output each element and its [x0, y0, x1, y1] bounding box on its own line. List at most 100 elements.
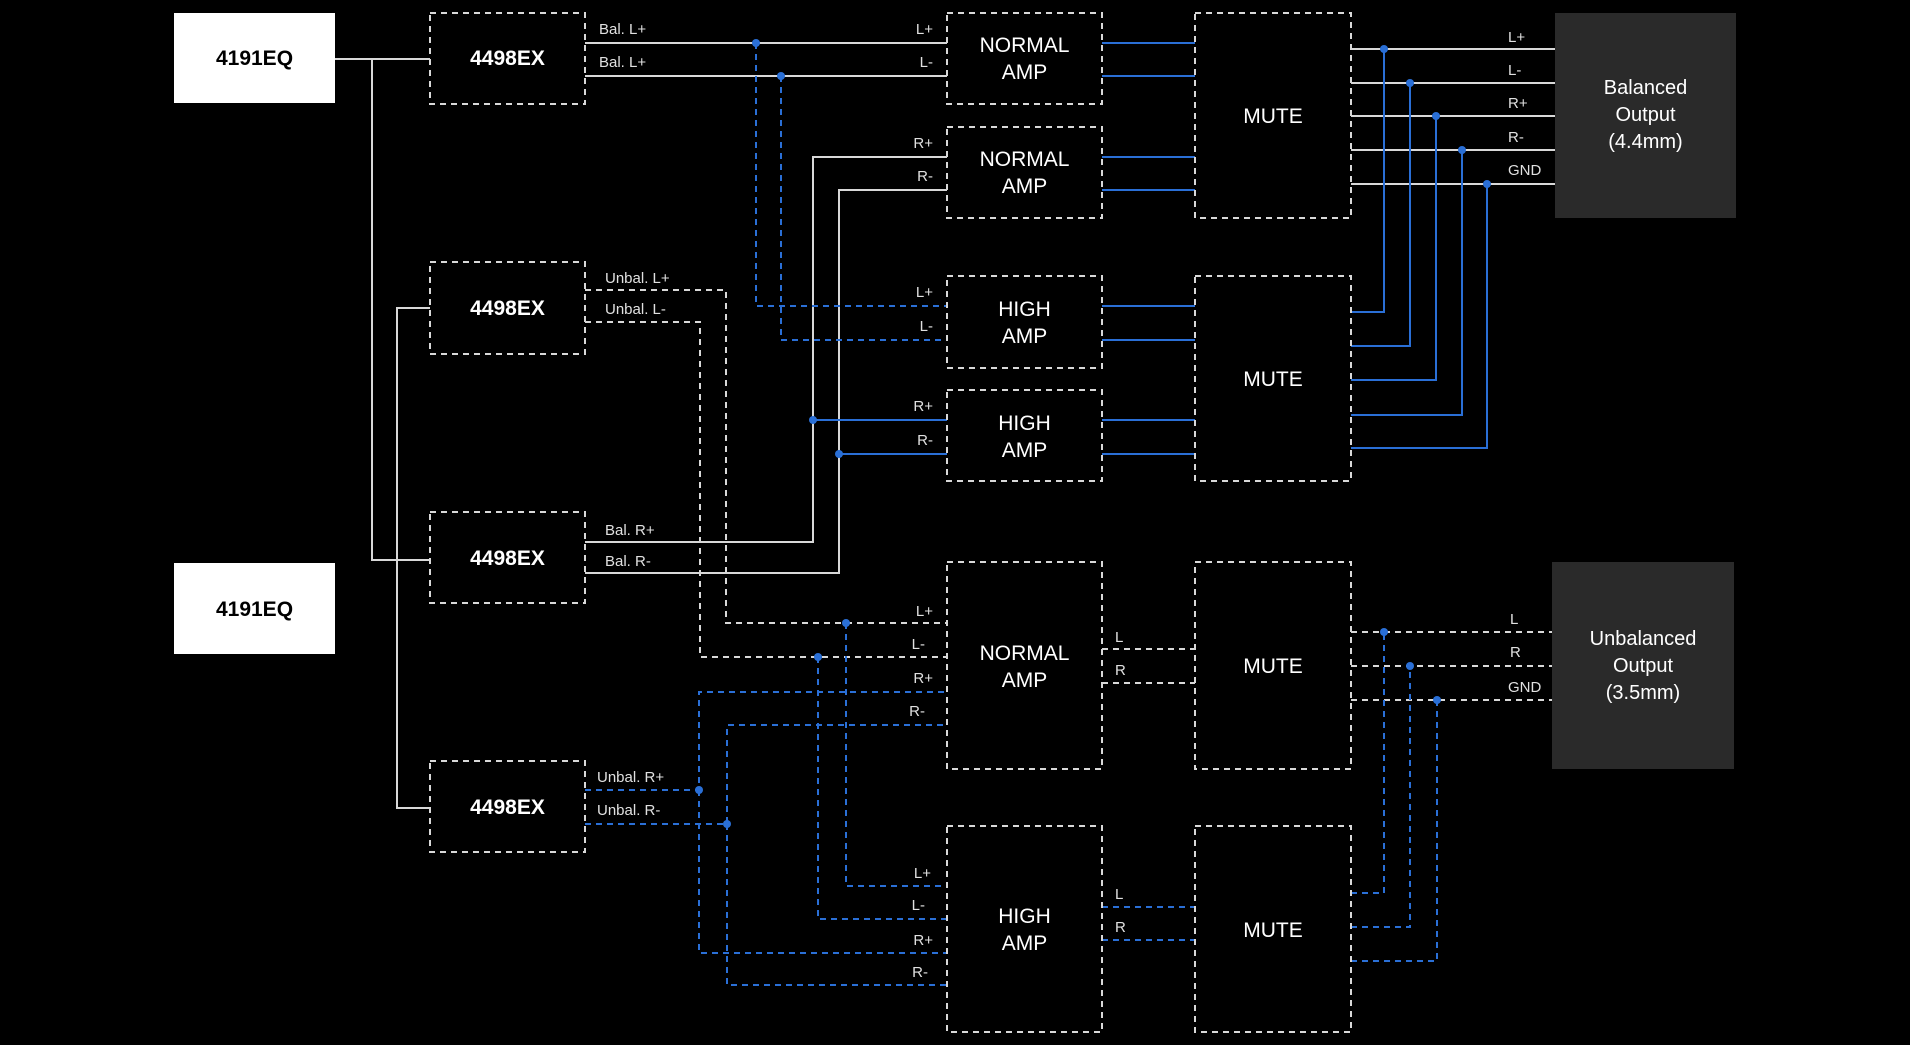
junction-dot — [723, 820, 731, 828]
amps-2-inputs-0: L+ — [916, 284, 933, 301]
mute-3: MUTE — [1194, 561, 1352, 770]
signal-wire — [1351, 116, 1437, 381]
block-frame — [1552, 562, 1734, 769]
amps-0-line2: AMP — [1002, 61, 1048, 84]
signal-wire — [845, 623, 947, 887]
block-frame — [946, 561, 1103, 770]
eq-1-label: 4191EQ — [216, 47, 293, 70]
outputs-1-line2: Output — [1613, 655, 1673, 677]
amps-3-inputs-1: R- — [917, 432, 933, 449]
amps-5-inputs-1: L- — [912, 897, 925, 914]
block-frame — [946, 126, 1103, 219]
amps-4-inputs-3: R- — [909, 703, 925, 720]
dac-3: 4498EX Bal. R+ Bal. R- — [429, 511, 655, 604]
outputs-0-line2: Output — [1615, 104, 1675, 126]
block-frame — [174, 563, 335, 654]
dac-2: 4498EX Unbal. L+ Unbal. L- — [429, 261, 670, 355]
amps-5-inputs-0: L+ — [914, 865, 931, 882]
dac-1-out1: Bal. L+ — [599, 21, 646, 38]
outputs-0-line1: Balanced — [1604, 77, 1687, 99]
mute-0-label: MUTE — [1243, 105, 1303, 128]
amps-4-line1: NORMAL — [980, 642, 1070, 665]
dac-3-out1: Bal. R+ — [605, 522, 655, 539]
dac-4-label: 4498EX — [470, 796, 545, 819]
junction-dot — [695, 786, 703, 794]
bal-pin-gnd: GND — [1508, 162, 1542, 179]
junction-dot — [809, 416, 817, 424]
bal-pin-rp: R+ — [1508, 95, 1528, 112]
block-frame — [946, 275, 1103, 369]
amps-1-line2: AMP — [1002, 175, 1048, 198]
junction-dot — [1406, 79, 1414, 87]
blue-solid-wires — [813, 42, 1488, 455]
block-frame — [174, 13, 335, 103]
amps-5-line2: AMP — [1002, 932, 1048, 955]
unbal-pin-gnd: GND — [1508, 679, 1542, 696]
amp-high-r: HIGH AMP R+ R- — [913, 389, 1103, 482]
balanced-output: Balanced Output (4.4mm) L+ L- R+ R- GND — [1508, 13, 1736, 218]
signal-wire — [1351, 49, 1385, 313]
dac-4-out1: Unbal. R+ — [597, 769, 664, 786]
amps-0-inputs-1: L- — [920, 54, 933, 71]
amps-3-inputs-0: R+ — [913, 398, 933, 415]
amps-0-inputs-0: L+ — [916, 21, 933, 38]
bal-pin-lm: L- — [1508, 62, 1521, 79]
dac-1: 4498EX Bal. L+ Bal. L+ — [429, 12, 646, 105]
amps-4-outputs-1: R — [1115, 662, 1126, 679]
dac-3-out2: Bal. R- — [605, 553, 651, 570]
wire-bal-rm — [585, 189, 947, 574]
amps-4-inputs-2: R+ — [913, 670, 933, 687]
amps-3-line2: AMP — [1002, 439, 1048, 462]
amps-0-line1: NORMAL — [980, 34, 1070, 57]
mute-3-label: MUTE — [1243, 919, 1303, 942]
signal-wire — [1351, 150, 1463, 416]
amp-normal-r: NORMAL AMP R+ R- — [913, 126, 1103, 219]
amp-normal-l: NORMAL AMP L+ L- — [916, 12, 1103, 105]
amps-4-outputs-0: L — [1115, 629, 1123, 646]
block-frame — [946, 389, 1103, 482]
signal-wire — [755, 43, 947, 307]
signal-wire — [1351, 666, 1411, 928]
amps-5-line1: HIGH — [998, 905, 1051, 928]
dac-4-out2: Unbal. R- — [597, 802, 660, 819]
outputs-0-line3: (4.4mm) — [1608, 131, 1682, 153]
junction-dot — [777, 72, 785, 80]
dac-3-label: 4498EX — [470, 547, 545, 570]
signal-wire — [1351, 700, 1438, 962]
amps-1-line1: NORMAL — [980, 148, 1070, 171]
amp-high-unbal: HIGH AMP L+ L- R+ R- L R — [912, 825, 1126, 1033]
mute-1-label: MUTE — [1243, 368, 1303, 391]
amp-high-l: HIGH AMP L+ L- — [916, 275, 1103, 369]
amps-4-inputs-0: L+ — [916, 603, 933, 620]
signal-wire — [585, 691, 947, 791]
signal-wire — [698, 790, 947, 954]
amps-5-inputs-2: R+ — [913, 932, 933, 949]
signal-wire — [1351, 632, 1385, 894]
dac-2-out1: Unbal. L+ — [605, 270, 670, 287]
mute-1: MUTE — [1194, 12, 1352, 219]
wire-eq2-dac2 — [396, 307, 430, 809]
outputs-1-line1: Unbalanced — [1590, 628, 1697, 650]
wire-unbal-lm — [585, 321, 947, 658]
dac-4: 4498EX Unbal. R+ Unbal. R- — [429, 760, 664, 853]
mute-2: MUTE — [1194, 275, 1352, 482]
junction-dot — [842, 619, 850, 627]
amps-1-inputs-1: R- — [917, 168, 933, 185]
junction-dot — [835, 450, 843, 458]
dac-1-label: 4498EX — [470, 47, 545, 70]
amps-5-outputs-1: R — [1115, 919, 1126, 936]
junction-dots — [695, 39, 1491, 828]
wire-bal-rp — [585, 156, 947, 543]
junction-dot — [1433, 696, 1441, 704]
amps-3-line1: HIGH — [998, 412, 1051, 435]
eq-1: 4191EQ — [174, 13, 335, 103]
blue-dashed-wires — [585, 43, 1438, 986]
signal-wire — [1351, 184, 1488, 449]
eq-2-label: 4191EQ — [216, 598, 293, 621]
signal-wire — [1351, 83, 1411, 347]
amps-4-line2: AMP — [1002, 669, 1048, 692]
dac-2-out2: Unbal. L- — [605, 301, 666, 318]
white-solid-wires — [335, 42, 1555, 809]
junction-dot — [1406, 662, 1414, 670]
unbal-pin-r: R — [1510, 644, 1521, 661]
